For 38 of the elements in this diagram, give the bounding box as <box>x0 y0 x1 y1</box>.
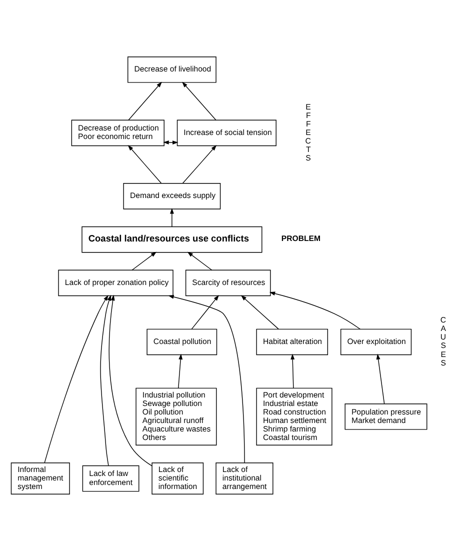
node-box: Lack of scientific information <box>152 462 204 494</box>
node-box: Lack of institutional arrangement <box>216 462 274 494</box>
arrow <box>290 353 295 388</box>
arrow <box>100 294 112 466</box>
node-box: Port development Industrial estate Road construction Human settlement Shrimp farming Coastal tourism <box>256 387 332 445</box>
arrow <box>240 294 279 329</box>
node-box: Industrial pollution Sewage pollution Oil pollution Agricultural runoff Aquaculture wastes Others <box>136 387 217 445</box>
arrow <box>178 353 183 388</box>
arrow <box>128 144 162 184</box>
node-box: Increase of social tension <box>176 119 276 146</box>
node-box: Lack of proper zonation policy <box>58 269 174 296</box>
arrow <box>170 208 174 227</box>
arrow <box>376 353 385 404</box>
node-box: Population pressure Market demand <box>344 403 428 430</box>
arrow <box>191 294 219 329</box>
arrow <box>182 144 217 184</box>
arrow <box>44 294 108 463</box>
arrow <box>269 291 361 329</box>
node-box: Scarcity of resources <box>185 269 271 296</box>
node-box: Coastal land/resources use conflicts <box>82 226 262 252</box>
node-box: Lack of law enforcement <box>82 464 140 492</box>
node-box: Demand exceeds supply <box>123 182 221 209</box>
arrow <box>168 294 245 463</box>
arrow <box>132 251 157 270</box>
label: PROBLEM <box>281 233 321 242</box>
arrow <box>163 140 178 144</box>
node-box: Over exploitation <box>340 328 412 355</box>
label: CAUSES <box>440 315 446 367</box>
arrow <box>187 251 212 270</box>
node-box: Decrease of livelihood <box>128 56 216 82</box>
arrow <box>182 81 216 120</box>
node-box: Decrease of production Poor economic return <box>71 119 164 146</box>
label: EFFECTS <box>305 102 311 162</box>
node-box: Coastal pollution <box>146 328 218 355</box>
arrow <box>108 294 152 466</box>
arrow <box>128 81 162 120</box>
node-box: Habitat alteration <box>256 328 328 355</box>
node-box: Informal management system <box>10 462 70 494</box>
